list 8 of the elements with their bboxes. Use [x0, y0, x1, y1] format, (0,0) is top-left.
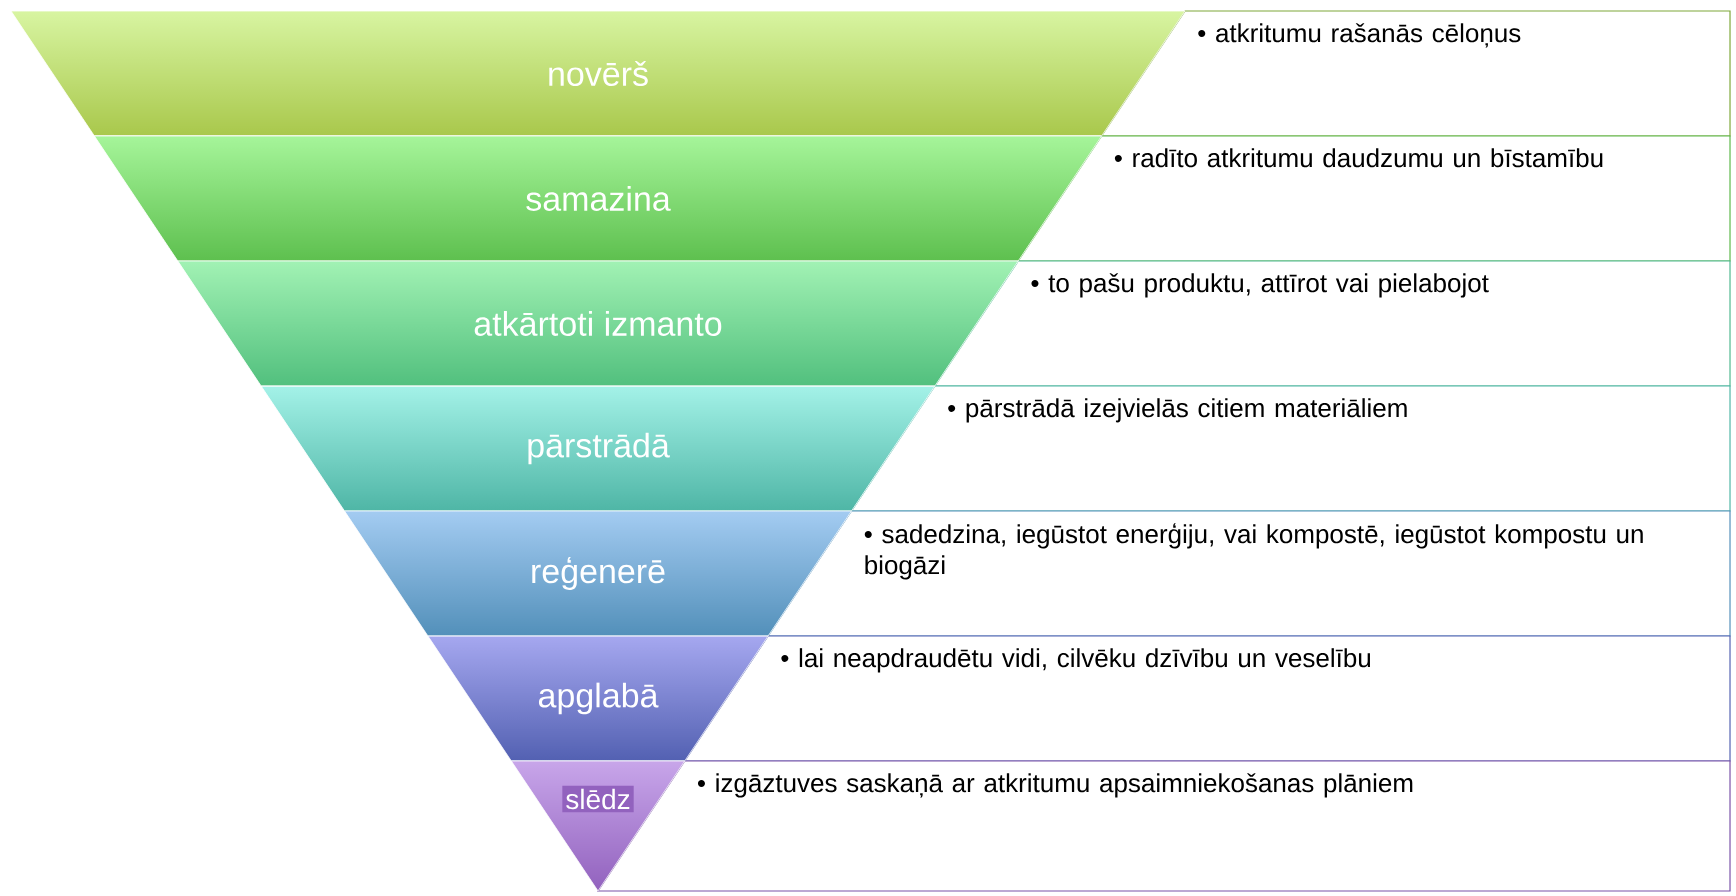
description-box: • radīto atkritumu daudzumu un bīstamību: [1017, 135, 1731, 262]
pyramid-band: reģenerē: [344, 510, 852, 637]
pyramid-band: novērš: [10, 10, 1186, 137]
pyramid-band: samazina: [94, 135, 1102, 262]
description-box: • sadedzina, iegūstot enerģiju, vai kompostē, iegūstot kompostu un biogāzi: [767, 510, 1731, 637]
pyramid-band: atkārtoti izmanto: [177, 260, 1019, 387]
description-box: • pārstrādā izejvielās citiem materiāliem: [850, 385, 1731, 512]
pyramid-band: pārstrādā: [260, 385, 936, 512]
